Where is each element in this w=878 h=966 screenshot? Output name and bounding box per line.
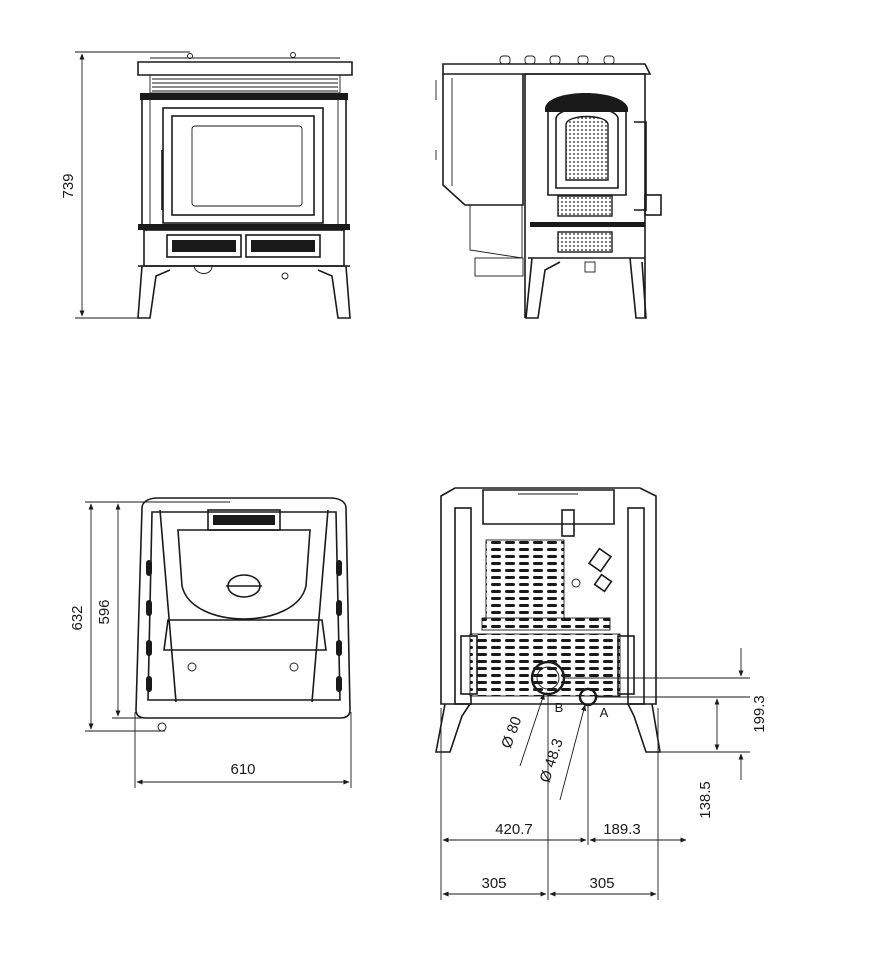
dim-offset-b: 189.3 bbox=[603, 821, 641, 838]
dim-depth-body: 596 bbox=[96, 599, 113, 624]
dim-diameter-a: Ø 48.3 bbox=[537, 737, 567, 785]
top-view bbox=[135, 497, 351, 732]
dim-height-upper: 199.3 bbox=[751, 695, 768, 733]
label-inlet-a: A bbox=[600, 705, 609, 720]
rear-view bbox=[435, 487, 661, 753]
dim-width-total: 610 bbox=[230, 761, 255, 778]
dimension-labels: 739 632 596 610 420.7 189.3 305 305 199.… bbox=[60, 173, 768, 892]
dim-diameter-b: Ø 80 bbox=[498, 714, 525, 750]
front-view bbox=[137, 52, 353, 319]
side-view bbox=[435, 55, 662, 319]
dimension-lines bbox=[75, 51, 750, 900]
dim-depth-total: 632 bbox=[69, 605, 86, 630]
dim-offset-a: 420.7 bbox=[495, 821, 533, 838]
dim-height-total: 739 bbox=[60, 173, 77, 198]
dim-height-lower: 138.5 bbox=[697, 781, 714, 819]
dim-half-right: 305 bbox=[589, 875, 614, 892]
dim-half-left: 305 bbox=[481, 875, 506, 892]
label-outlet-b: B bbox=[555, 700, 564, 715]
